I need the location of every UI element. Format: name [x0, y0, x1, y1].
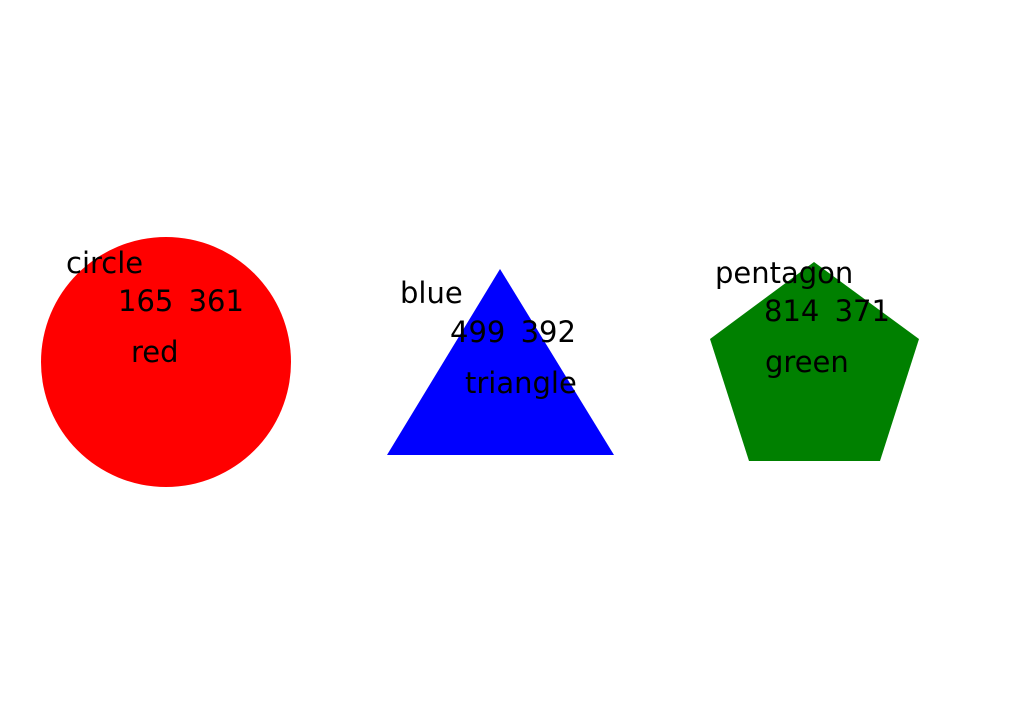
- triangle-coords-label: 499 392: [450, 315, 576, 349]
- blue-triangle-shape: [387, 269, 614, 455]
- pentagon-shape-label: pentagon: [715, 256, 854, 290]
- pentagon-color-label: green: [765, 345, 849, 379]
- green-pentagon-shape: [710, 262, 919, 461]
- circle-color-label: red: [131, 335, 179, 369]
- triangle-shape-label: triangle: [465, 366, 577, 400]
- pentagon-coords-label: 814 371: [764, 294, 890, 328]
- circle-shape-label: circle: [66, 246, 144, 280]
- red-circle-shape: [41, 237, 291, 487]
- circle-coords-label: 165 361: [118, 284, 244, 318]
- triangle-color-label: blue: [400, 276, 463, 310]
